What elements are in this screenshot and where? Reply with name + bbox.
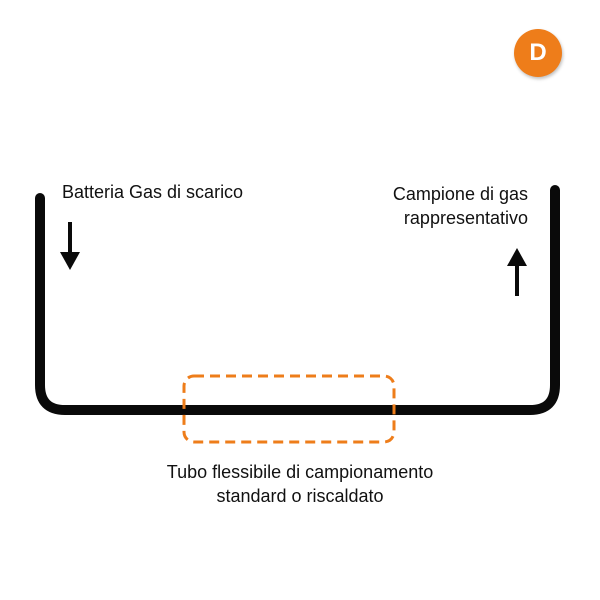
sampling-hose-label: Tubo flessibile di campionamento standar… (0, 460, 600, 508)
up-arrow-icon (507, 248, 527, 296)
badge-letter: D (529, 39, 547, 66)
u-pipe (35, 185, 560, 415)
representative-sample-line2: rappresentativo (403, 208, 528, 228)
representative-sample-line1: Campione di gas (392, 184, 528, 204)
representative-sample-label: Campione di gas rappresentativo (393, 182, 528, 230)
exhaust-battery-label: Batteria Gas di scarico (62, 182, 244, 202)
sampling-hose-highlight-box (182, 374, 396, 444)
sampling-hose-line1: Tubo flessibile di campionamento (166, 462, 434, 482)
section-badge: D (514, 29, 562, 77)
down-arrow-icon (60, 222, 80, 270)
sampling-hose-line2: standard o riscaldato (216, 486, 384, 506)
